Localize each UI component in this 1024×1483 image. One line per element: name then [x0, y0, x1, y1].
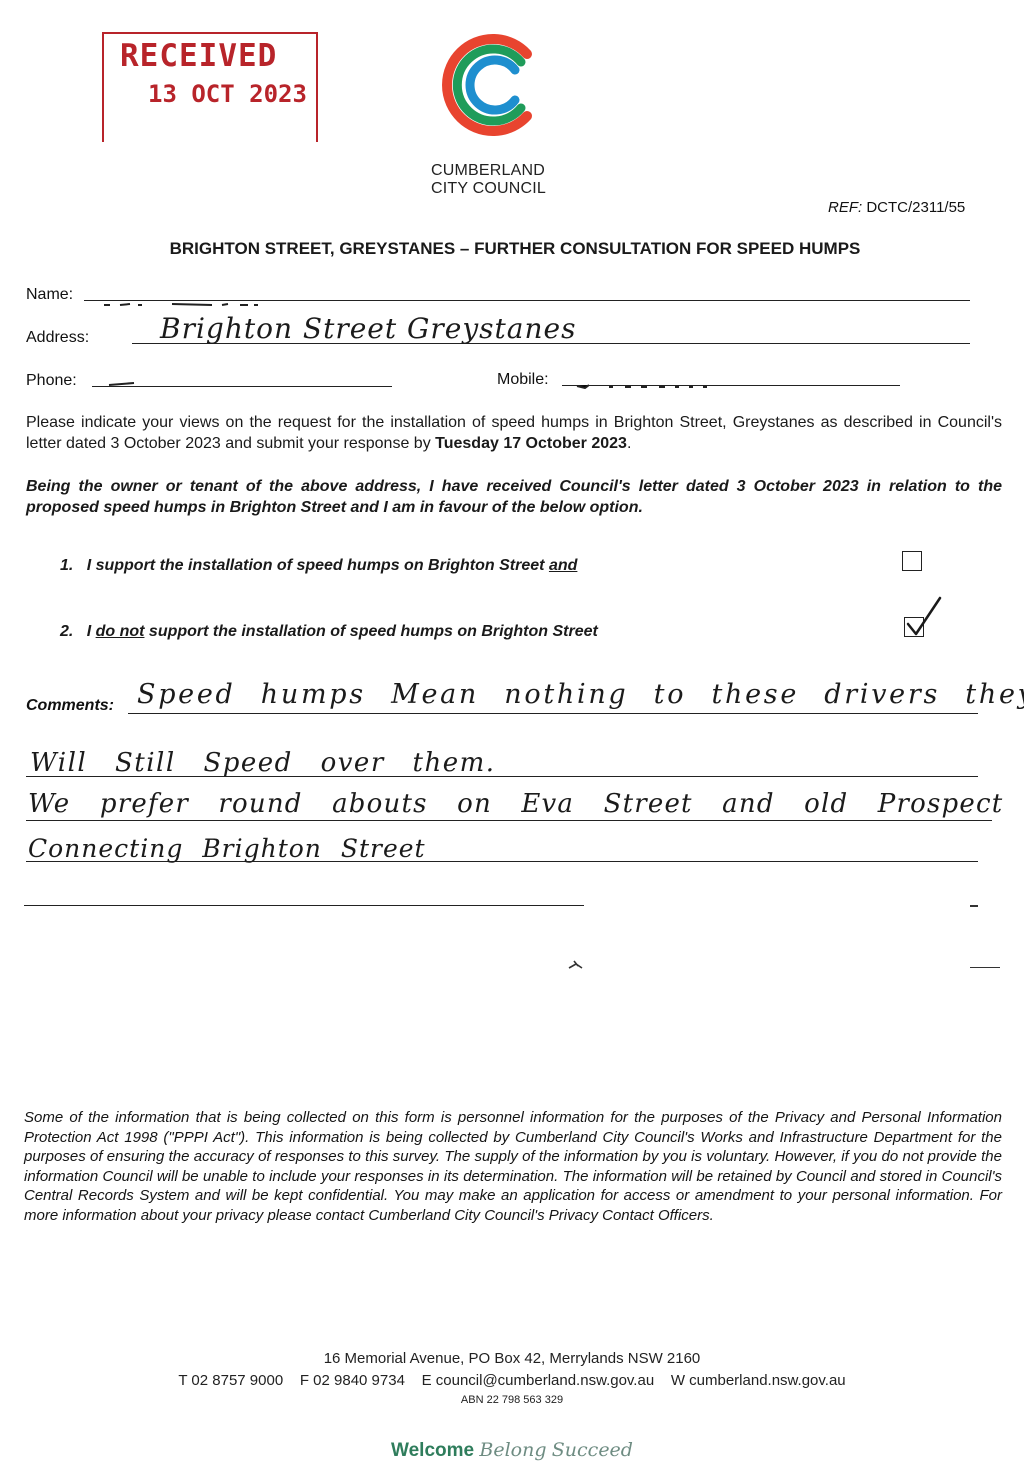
option-2-number: 2.: [60, 623, 74, 640]
stray-pen-mark: [568, 960, 583, 969]
council-name: CUMBERLAND CITY COUNCIL: [431, 162, 546, 198]
instructions-deadline: Tuesday 17 October 2023: [435, 435, 627, 452]
council-logo: [442, 34, 532, 136]
comment-text-2: Will Still Speed over them.: [30, 748, 496, 778]
phone-field[interactable]: [92, 386, 392, 387]
privacy-notice: Some of the information that is being co…: [24, 1109, 1002, 1224]
address-label: Address:: [26, 329, 90, 346]
instructions-text: Please indicate your views on the reques…: [26, 414, 1002, 452]
option-1-checkbox[interactable]: [902, 551, 922, 571]
name-redaction: [102, 294, 262, 306]
tagline-succeed: Succeed: [551, 1439, 633, 1461]
comments-line-5[interactable]: [24, 905, 584, 906]
document-title: BRIGHTON STREET, GREYSTANES – FURTHER CO…: [169, 239, 861, 258]
stamp-title: RECEIVED: [120, 38, 278, 74]
option-2-emphasis: do not: [95, 623, 145, 640]
comments-line-1[interactable]: [128, 713, 978, 714]
phone-label: Phone:: [26, 372, 77, 389]
option-2-text: support the installation of speed humps …: [148, 623, 598, 640]
footer-abn: ABN 22 798 563 329: [460, 1394, 564, 1406]
comments-label: Comments:: [26, 697, 115, 714]
comments-line-4[interactable]: [26, 861, 978, 862]
footer-tagline: Welcome Belong Succeed: [0, 1439, 1024, 1462]
scan-mark: [970, 967, 1000, 968]
received-stamp: RECEIVED 13 OCT 2023: [102, 32, 318, 142]
comment-text-1: Speed humps Mean nothing to these driver…: [137, 679, 1024, 710]
instructions-end: .: [626, 435, 632, 452]
option-1-number: 1.: [60, 557, 74, 574]
address-handwritten: Brighton Street Greystanes: [160, 312, 577, 345]
reference-number: REF: DCTC/2311/55: [828, 199, 965, 216]
comments-line-3[interactable]: [26, 820, 992, 821]
option-2-pre: I: [86, 623, 92, 640]
ref-label: REF:: [828, 199, 863, 216]
instructions-paragraph: Please indicate your views on the reques…: [26, 412, 1002, 454]
scan-mark: [970, 905, 978, 907]
checkmark-icon: [906, 596, 942, 636]
mobile-redaction: [575, 376, 735, 390]
council-name-line2: CITY COUNCIL: [431, 180, 547, 197]
comments-line-2[interactable]: [26, 776, 978, 777]
name-field[interactable]: [84, 300, 970, 301]
option-1-emphasis: and: [548, 557, 578, 574]
stamp-date: 13 OCT 2023: [148, 80, 307, 108]
option-1-text: I support the installation of speed hump…: [86, 557, 545, 574]
footer-contacts: T 02 8757 9000 F 02 9840 9734 E council@…: [178, 1372, 846, 1389]
option-2-checkbox[interactable]: [904, 617, 924, 637]
ref-value: DCTC/2311/55: [866, 199, 966, 216]
option-2: 2. I do not support the installation of …: [60, 623, 598, 641]
footer-address: 16 Memorial Avenue, PO Box 42, Merryland…: [323, 1350, 701, 1367]
comment-text-3: We prefer round abouts on Eva Street and…: [28, 789, 1024, 819]
address-field[interactable]: [132, 343, 970, 344]
comment-text-4: Connecting Brighton Street: [28, 834, 426, 863]
option-1: 1. I support the installation of speed h…: [60, 557, 577, 575]
tagline-belong: Belong: [479, 1439, 547, 1461]
declaration-paragraph: Being the owner or tenant of the above a…: [26, 478, 1002, 516]
name-label: Name:: [26, 286, 74, 303]
phone-redaction: [108, 374, 138, 386]
mobile-label: Mobile:: [497, 371, 549, 388]
mobile-field[interactable]: [562, 385, 900, 386]
tagline-welcome: Welcome: [391, 1440, 475, 1461]
council-name-line1: CUMBERLAND: [431, 162, 546, 179]
